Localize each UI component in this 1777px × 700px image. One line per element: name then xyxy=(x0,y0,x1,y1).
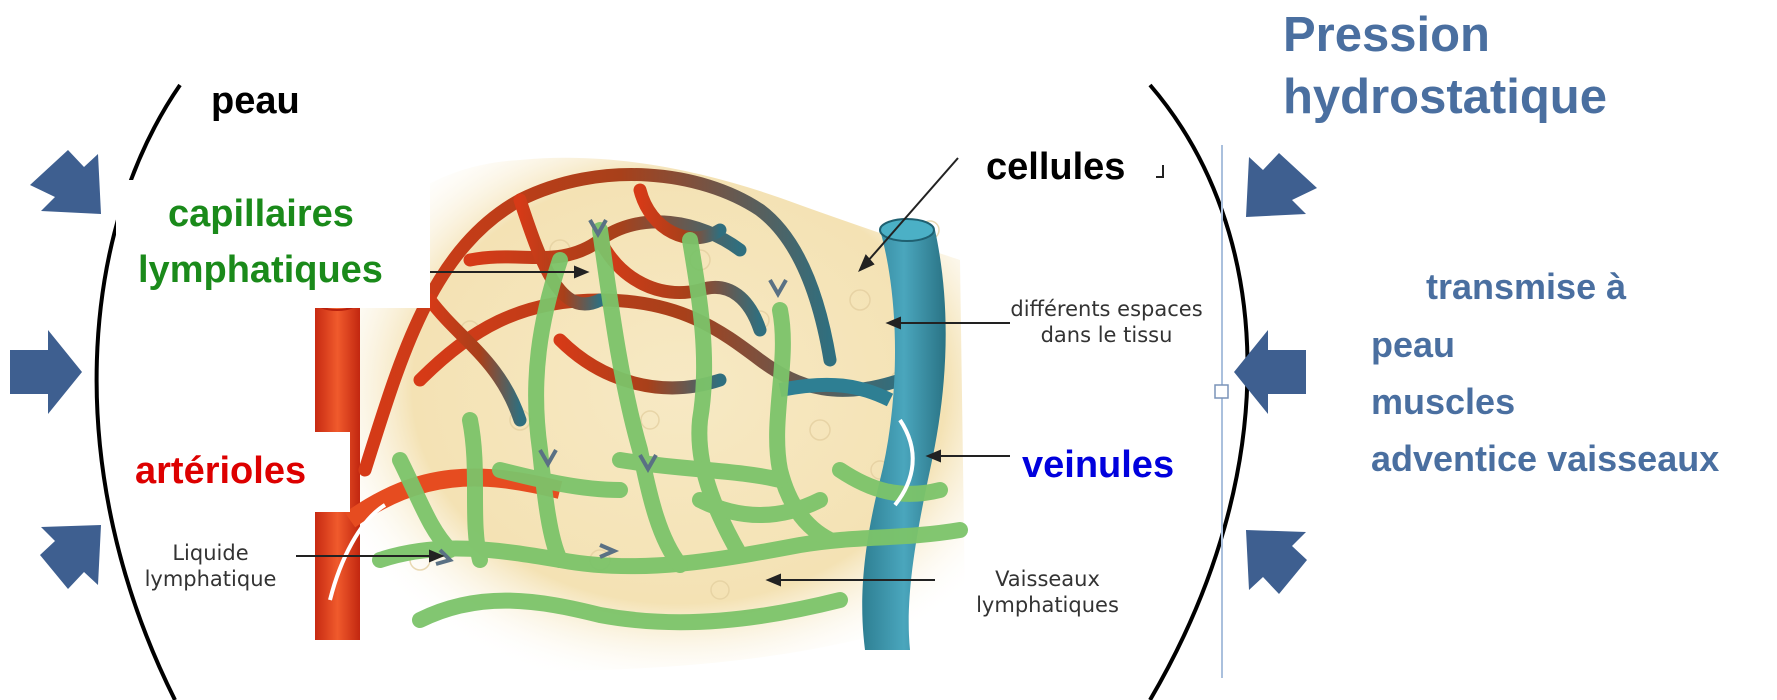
lymph-capillaries-label-line2: lymphatiques xyxy=(138,249,383,292)
divider-handle xyxy=(1215,385,1228,398)
arterioles-label: artérioles xyxy=(135,450,306,493)
skin-label: peau xyxy=(211,80,300,123)
title-line1: Pression xyxy=(1283,4,1607,66)
skin-curve-right xyxy=(1150,85,1248,700)
liquid-label-line2: lymphatique xyxy=(138,566,283,592)
skin-curve-left xyxy=(97,85,180,700)
spaces-label: différents espaces dans le tissu xyxy=(994,296,1219,348)
pressure-arrow-left-middle xyxy=(10,330,82,414)
liquid-label-line1: Liquide xyxy=(138,540,283,566)
lymph-capillaries-label-line1: capillaires xyxy=(168,193,354,236)
diagram-title: Pression hydrostatique xyxy=(1283,4,1607,128)
pressure-arrow-right-top xyxy=(1246,153,1317,217)
vessels-label: Vaisseaux lymphatiques xyxy=(960,566,1135,618)
cells-label: cellules xyxy=(986,146,1125,189)
transmission-item-adventitia: adventice vaisseaux xyxy=(1371,438,1719,480)
title-line2: hydrostatique xyxy=(1283,66,1607,128)
transmission-heading: transmise à xyxy=(1426,266,1626,308)
spaces-label-line1: différents espaces xyxy=(994,296,1219,322)
pressure-arrow-left-bottom xyxy=(40,525,101,589)
liquid-label: Liquide lymphatique xyxy=(138,540,283,592)
venules-label: veinules xyxy=(1022,444,1174,487)
pressure-arrow-left-top xyxy=(30,150,101,214)
spaces-label-line2: dans le tissu xyxy=(994,322,1219,348)
transmission-item-muscles: muscles xyxy=(1371,381,1515,423)
vessels-label-line2: lymphatiques xyxy=(960,592,1135,618)
pressure-arrow-right-bottom xyxy=(1246,530,1307,594)
transmission-item-skin: peau xyxy=(1371,324,1455,366)
vessels-label-line1: Vaisseaux xyxy=(960,566,1135,592)
cells-marker xyxy=(1156,165,1163,177)
